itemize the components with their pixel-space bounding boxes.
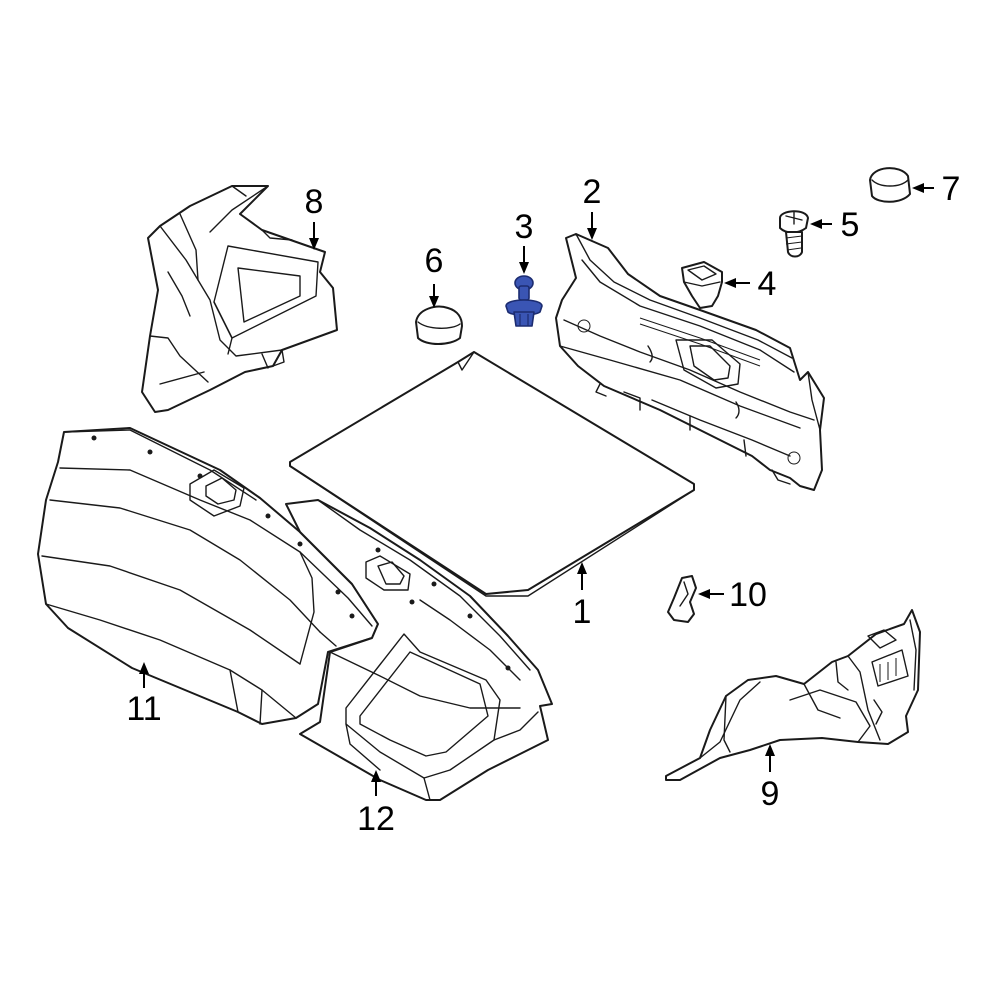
part-3-push-pin-fastener (505, 275, 543, 327)
callout-9: 9 (761, 775, 780, 813)
callout-2: 2 (583, 173, 602, 211)
callout-11: 11 (126, 690, 161, 728)
part-11-trunk-floor-panel (37, 427, 379, 725)
callout-12: 12 (357, 800, 395, 838)
part-4-clip (681, 261, 723, 309)
part-5-screw (779, 210, 809, 258)
leader-lines (139, 183, 934, 796)
callout-1: 1 (573, 593, 592, 631)
part-9-quarter-trim-panel (665, 609, 921, 781)
callout-8: 8 (305, 183, 324, 221)
part-10-bracket (667, 575, 697, 623)
callout-5: 5 (841, 206, 860, 244)
part-12-spare-tire-cover (285, 499, 553, 801)
part-1-floor-board (289, 351, 695, 597)
part-6-cap (415, 305, 463, 345)
part-8-quarter-storage-tray (141, 185, 338, 413)
callout-3: 3 (515, 208, 534, 246)
part-7-plug (869, 167, 911, 203)
callout-10: 10 (729, 576, 767, 614)
part-2-rear-trim-panel (555, 233, 825, 491)
callout-6: 6 (425, 242, 444, 280)
callout-4: 4 (758, 265, 777, 303)
callout-7: 7 (942, 170, 961, 208)
callout-labels: 1 2 3 4 5 6 7 8 9 10 11 12 (126, 170, 960, 838)
